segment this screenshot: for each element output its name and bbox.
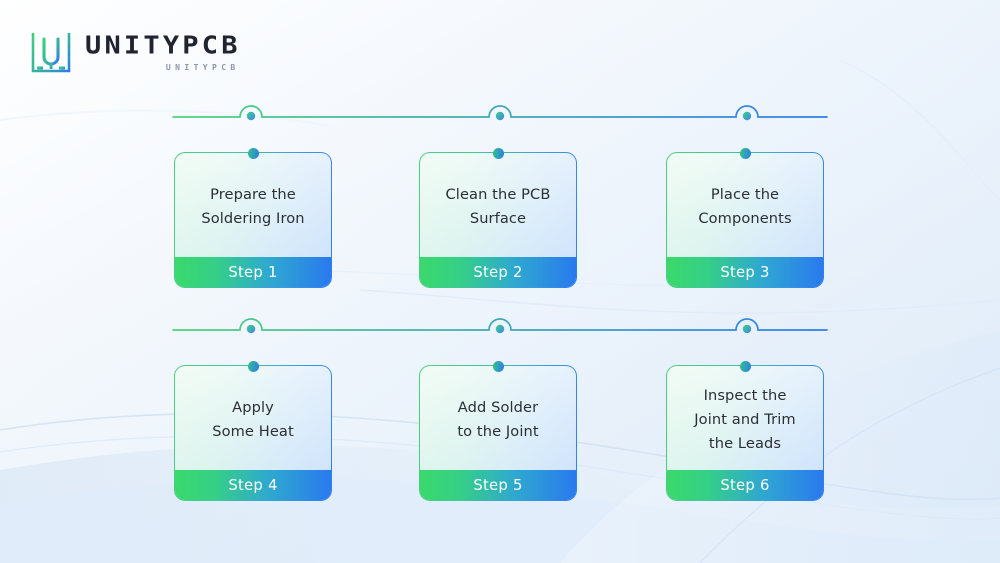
card-title: Inspect the Joint and Trim the Leads [694, 387, 796, 452]
card-step-label: Step 6 [667, 470, 823, 500]
step-card-3[interactable]: Place the Components Step 3 [666, 147, 824, 288]
step-card-6[interactable]: Inspect the Joint and Trim the Leads Ste… [666, 360, 824, 501]
card-node-dot-icon [492, 147, 504, 159]
rail-node [495, 111, 505, 121]
card-title: Add Solder to the Joint [457, 399, 539, 440]
card-node-dot-icon [739, 147, 751, 159]
step-card-2[interactable]: Clean the PCB Surface Step 2 [419, 147, 577, 288]
step-card-4[interactable]: Apply Some Heat Step 4 [174, 360, 332, 501]
rail-node [742, 324, 752, 334]
card-node-dot-icon [247, 360, 259, 372]
card-step-label: Step 3 [667, 257, 823, 287]
brand-subtitle: UNITYPCB [165, 63, 240, 72]
card-step-label: Step 4 [175, 470, 331, 500]
rail-node [742, 111, 752, 121]
card-title: Place the Components [698, 186, 792, 227]
card-title: Apply Some Heat [212, 399, 294, 440]
card-body: Place the Components [667, 153, 823, 257]
rail-node [246, 111, 256, 121]
step-card-5[interactable]: Add Solder to the Joint Step 5 [419, 360, 577, 501]
card-body: Add Solder to the Joint [420, 366, 576, 470]
step-card-1[interactable]: Prepare the Soldering Iron Step 1 [174, 147, 332, 288]
card-node-dot-icon [247, 147, 259, 159]
u-bracket-logo-icon [31, 31, 71, 73]
card-node-dot-icon [492, 360, 504, 372]
card-body: Inspect the Joint and Trim the Leads [667, 366, 823, 470]
card-step-label: Step 1 [175, 257, 331, 287]
card-step-label: Step 2 [420, 257, 576, 287]
card-node-dot-icon [739, 360, 751, 372]
card-title: Prepare the Soldering Iron [201, 186, 305, 227]
card-body: Clean the PCB Surface [420, 153, 576, 257]
rail-node [495, 324, 505, 334]
brand-name: UNITYPCB [85, 31, 241, 60]
connector-rail-row-1 [172, 105, 828, 121]
connector-rail-row-2 [172, 318, 828, 334]
card-body: Prepare the Soldering Iron [175, 153, 331, 257]
card-body: Apply Some Heat [175, 366, 331, 470]
card-step-label: Step 5 [420, 470, 576, 500]
card-title: Clean the PCB Surface [445, 186, 551, 227]
brand-logo[interactable]: UNITYPCB UNITYPCB [29, 30, 241, 74]
rail-node [246, 324, 256, 334]
